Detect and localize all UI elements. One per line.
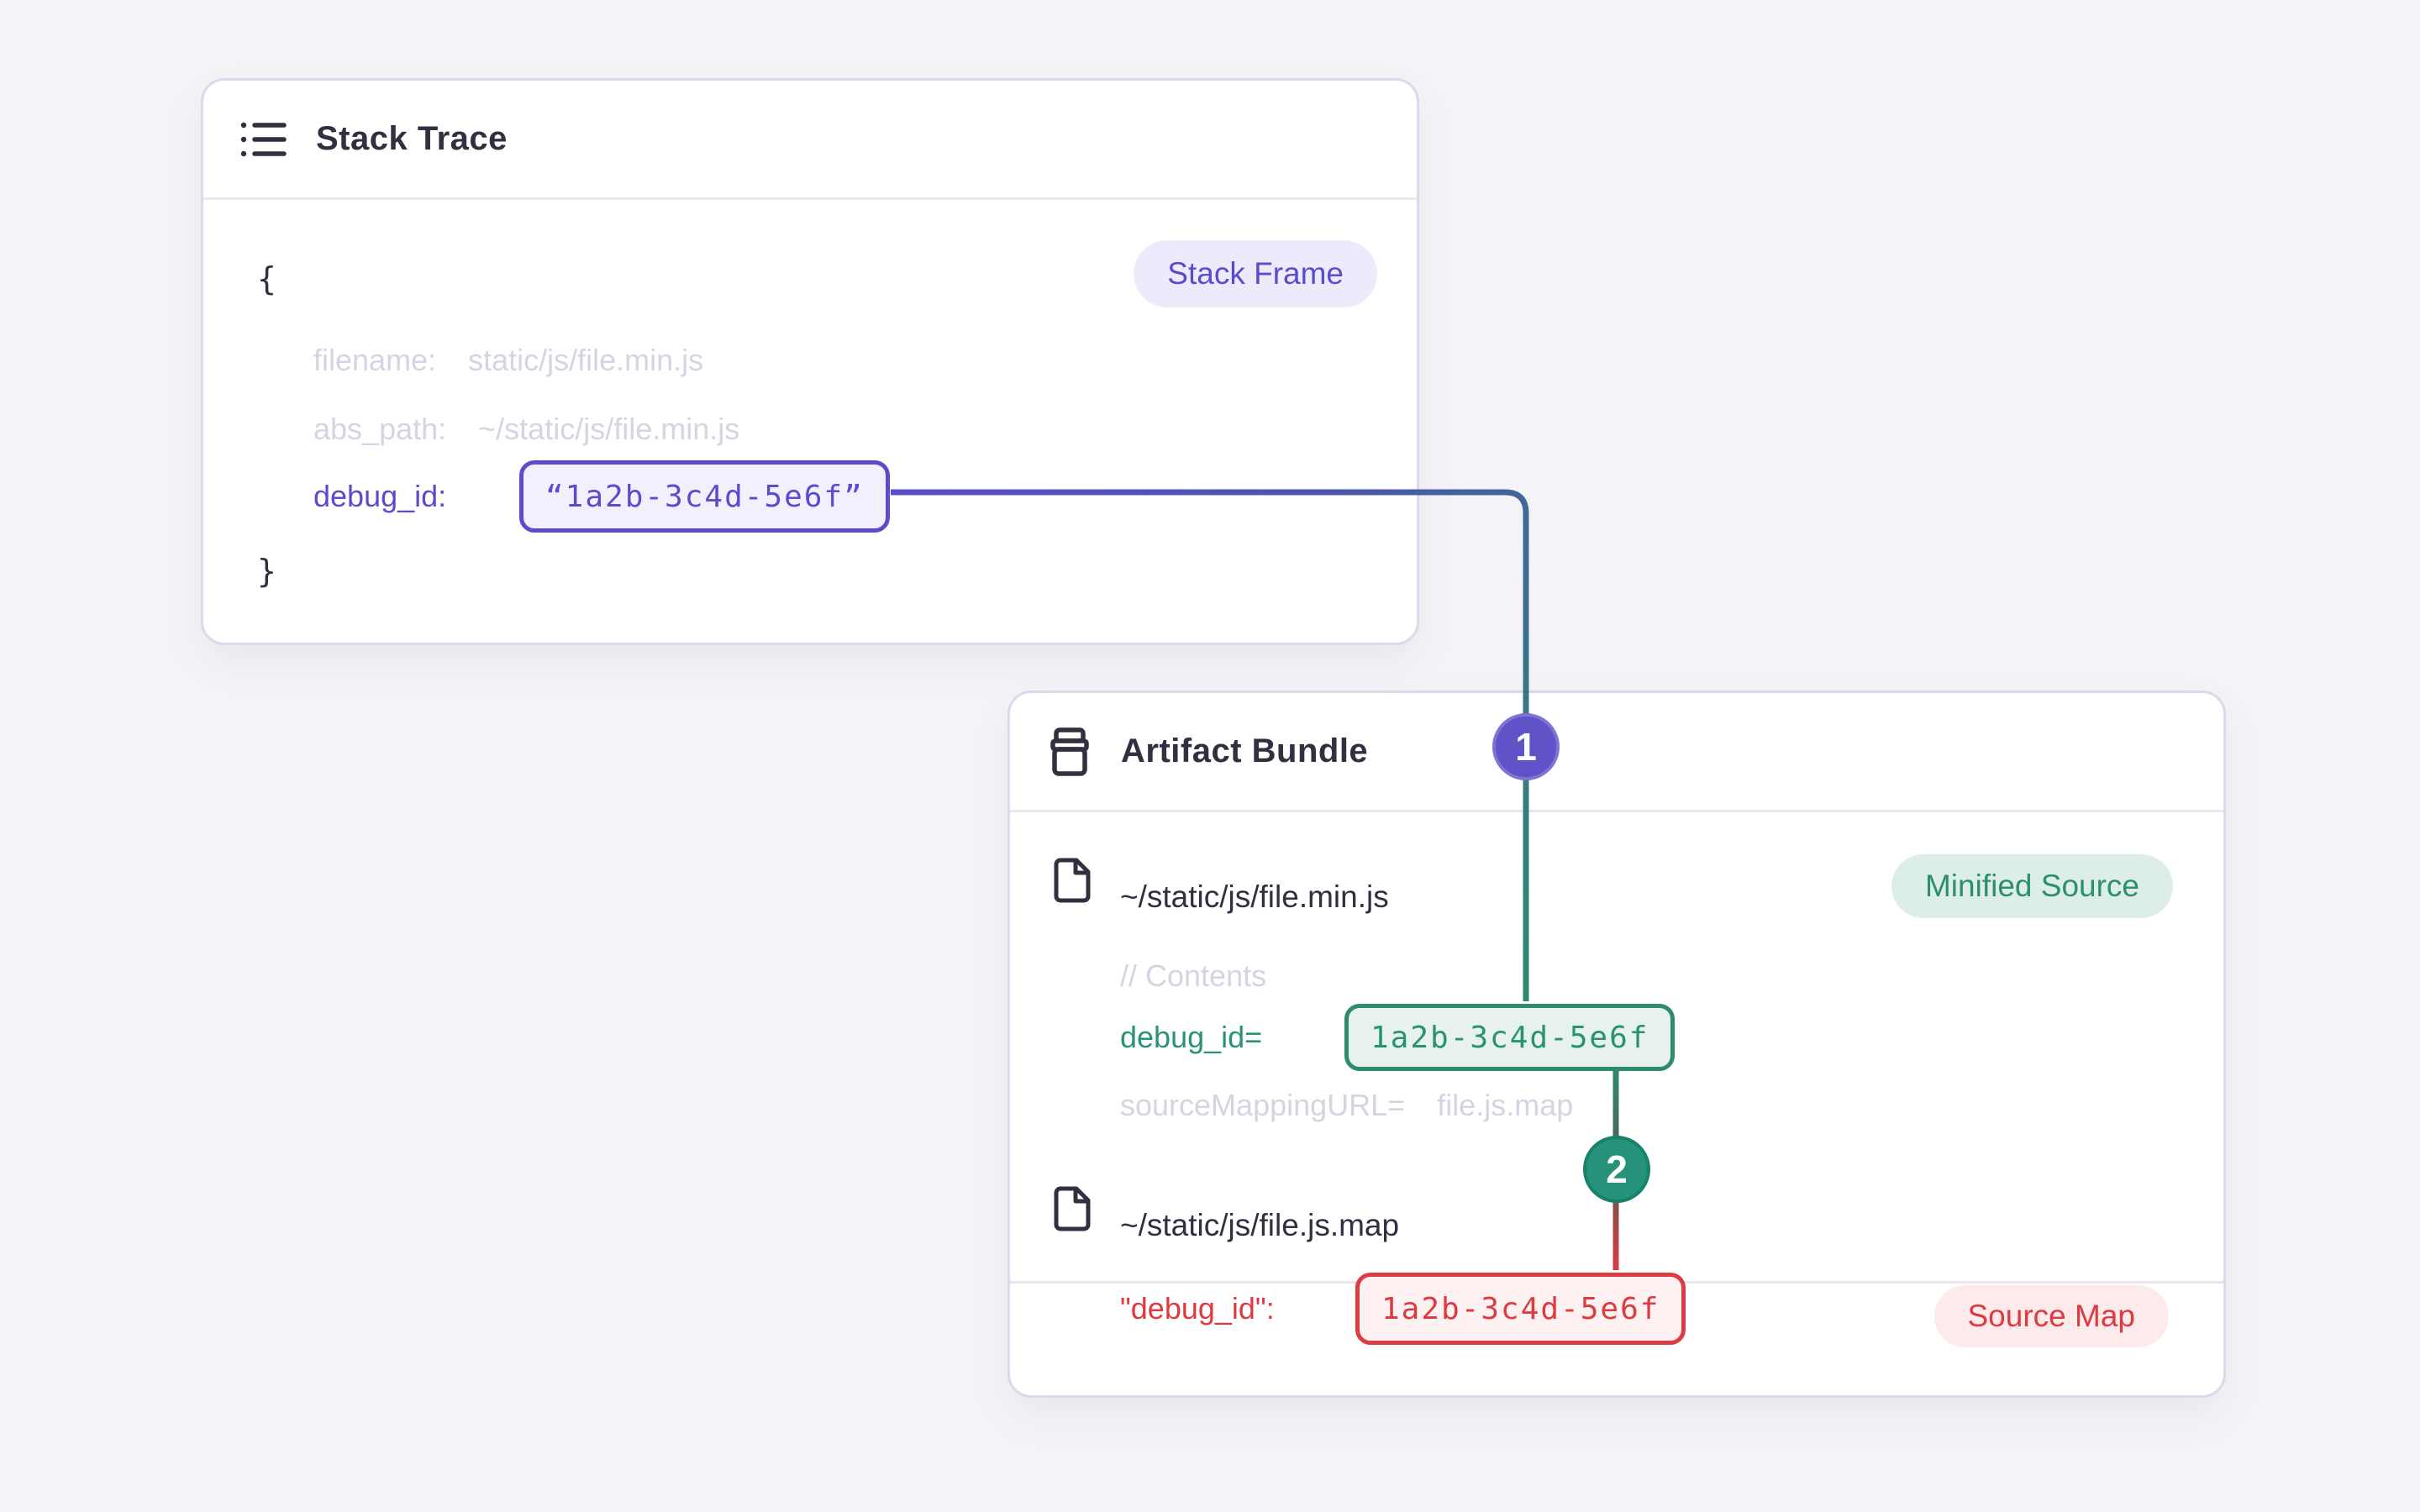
open-brace: { <box>257 260 276 297</box>
abs-path-label: abs_path: <box>313 412 447 446</box>
bundle-debug-id-value-box: 1a2b-3c4d-5e6f <box>1344 1004 1676 1071</box>
filename-value: static/js/file.min.js <box>468 343 704 377</box>
list-icon <box>240 122 287 156</box>
debug-id-value-box: “1a2b-3c4d-5e6f” <box>519 460 890 533</box>
step-2-badge: 2 <box>1583 1136 1650 1203</box>
file-icon <box>1054 858 1091 903</box>
stack-trace-body: Stack Frame { filename: static/js/file.m… <box>203 200 1417 643</box>
contents-comment: // Contents <box>1120 958 1267 993</box>
stack-trace-header: Stack Trace <box>203 81 1417 200</box>
artifact-bundle-header: Artifact Bundle <box>1010 693 2223 812</box>
source-map-badge: Source Map <box>1933 1285 2169 1347</box>
source-mapping-label: sourceMappingURL= <box>1120 1088 1406 1122</box>
bundle-debug-id-label: debug_id= <box>1120 1020 1263 1054</box>
minified-source-badge: Minified Source <box>1891 854 2173 918</box>
minified-file-path: ~/static/js/file.min.js <box>1120 879 1389 914</box>
sourcemap-debug-id-value-box: 1a2b-3c4d-5e6f <box>1355 1273 1686 1345</box>
file-icon <box>1054 1186 1091 1231</box>
abs-path-row: abs_path: ~/static/js/file.min.js <box>313 412 739 447</box>
source-mapping-row: sourceMappingURL= file.js.map <box>1120 1088 1573 1123</box>
stack-frame-badge: Stack Frame <box>1134 240 1377 307</box>
sourcemap-debug-id-label: "debug_id": <box>1120 1291 1275 1326</box>
filename-label: filename: <box>313 343 437 377</box>
artifact-bundle-title: Artifact Bundle <box>1121 732 1369 769</box>
sourcemap-file-path: ~/static/js/file.js.map <box>1120 1208 1400 1242</box>
artifact-bundle-card: Artifact Bundle ~/static/js/file.min.js … <box>1007 690 2226 1398</box>
abs-path-value: ~/static/js/file.min.js <box>478 412 740 446</box>
source-mapping-value: file.js.map <box>1437 1088 1574 1122</box>
debug-id-label: debug_id: <box>313 479 447 513</box>
step-1-badge: 1 <box>1492 713 1560 780</box>
filename-row: filename: static/js/file.min.js <box>313 343 703 378</box>
artifact-bundle-body: ~/static/js/file.min.js Minified Source … <box>1010 812 2223 1395</box>
stack-trace-card: Stack Trace Stack Frame { filename: stat… <box>201 78 1419 645</box>
close-brace: } <box>257 553 276 590</box>
stack-trace-title: Stack Trace <box>316 120 508 157</box>
archive-icon <box>1050 727 1089 776</box>
